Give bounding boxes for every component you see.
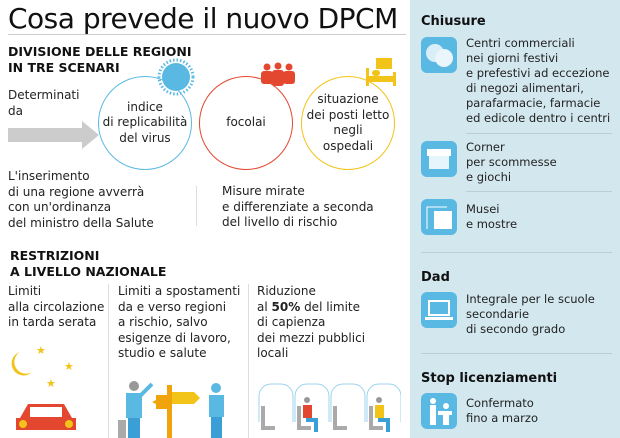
- shop-awning-icon: [421, 141, 457, 177]
- text-line: Misure mirate: [222, 184, 305, 198]
- stop-licenziamenti-heading: Stop licenziamenti: [421, 371, 558, 386]
- text-span: al: [257, 299, 272, 314]
- side-panel: Chiusure Centri commerciali nei giorni f…: [410, 0, 620, 438]
- text-line: alla circolazione: [8, 299, 105, 314]
- text-line: dei posti letto: [306, 107, 390, 122]
- text-line: in tarda serata: [8, 315, 97, 329]
- text-line: di capienza: [257, 315, 326, 329]
- text-line: di negozi alimentari,: [466, 81, 584, 95]
- text-line: e differenziate a seconda: [222, 199, 374, 214]
- text-line: Limiti: [8, 284, 42, 298]
- text-line: negli: [333, 123, 363, 137]
- text-line: Integrale per le scuole: [466, 292, 595, 306]
- text-span: del limite: [300, 299, 360, 314]
- percent-highlight: 50%: [271, 299, 301, 314]
- restrizione-circolazione: Limiti alla circolazione in tarda serata: [8, 284, 104, 331]
- heading-line: A LIVELLO NAZIONALE: [10, 264, 167, 279]
- text-line: con un'ordinanza: [8, 200, 112, 214]
- text-line: focolai: [226, 115, 266, 130]
- text-line: Centri commerciali: [466, 36, 575, 50]
- text-line: di una regione avverrà: [8, 184, 145, 199]
- text-line: Musei: [466, 202, 500, 216]
- text-line: secondarie: [466, 307, 530, 321]
- scenario-circle-posti-letto: situazione dei posti letto negli ospedal…: [301, 76, 395, 170]
- text-line: ed edicole dentro i centri: [466, 111, 611, 125]
- chiusure-heading: Chiusure: [421, 14, 486, 29]
- scenario-circle-rt: indice di replicabilità del virus: [98, 76, 192, 170]
- divider: [466, 133, 612, 134]
- text-line: Confermato: [466, 396, 534, 410]
- virus-icon: [157, 58, 195, 96]
- title-divider: [8, 34, 406, 35]
- shopping-mall-icon: [421, 37, 457, 73]
- divider: [108, 284, 109, 438]
- text-line: locali: [257, 346, 289, 360]
- note-misure: Misure mirate e differenziate a seconda …: [222, 184, 374, 231]
- arrow-icon: [8, 121, 99, 149]
- laptop-icon: [421, 292, 457, 328]
- text-line: dei mezzi pubblici: [257, 330, 366, 345]
- determinati-label: Determinati da: [8, 88, 79, 119]
- museum-icon: [421, 199, 457, 235]
- divider: [466, 191, 612, 192]
- scenari-heading: DIVISIONE DELLE REGIONI IN TRE SCENARI: [8, 44, 192, 76]
- text-line: Corner: [466, 140, 505, 154]
- text-line: parafarmacie, farmacie: [466, 96, 601, 110]
- text-line: del livello di rischio: [222, 215, 338, 229]
- svg-text:★: ★: [46, 377, 56, 390]
- worker-desk-icon: [421, 393, 457, 429]
- restrizioni-heading: RESTRIZIONI A LIVELLO NAZIONALE: [10, 248, 166, 280]
- text-line: Riduzione: [257, 284, 316, 298]
- dad-heading: Dad: [421, 270, 450, 285]
- text-line: e mostre: [466, 217, 518, 231]
- text-line: situazione: [317, 92, 379, 106]
- text-line: indice: [127, 99, 163, 114]
- text-line: studio e salute: [118, 346, 207, 360]
- svg-text:★: ★: [64, 360, 74, 373]
- people-group-icon: [261, 62, 295, 86]
- heading-line: RESTRIZIONI: [10, 248, 100, 263]
- divider: [196, 186, 197, 226]
- text-line: nei giorni festivi: [466, 51, 559, 65]
- bus-seats-icon: [258, 383, 401, 432]
- text-line: del ministro della Salute: [8, 215, 154, 230]
- text-line: esigenze di lavoro,: [118, 330, 231, 345]
- dad-text: Integrale per le scuole secondarie di se…: [466, 292, 595, 337]
- note-ordinanza: L'inserimento di una regione avverrà con…: [8, 169, 154, 231]
- text-line: di secondo grado: [466, 322, 566, 336]
- night-car-icon: ★ ★ ★: [11, 344, 76, 430]
- page-title: Cosa prevede il nuovo DPCM: [8, 2, 398, 35]
- text-line: per scommesse: [466, 155, 557, 169]
- travel-signpost-icon: [118, 381, 224, 438]
- divider: [248, 284, 249, 438]
- text-line: fino a marzo: [466, 411, 538, 425]
- text-line: Limiti a spostamenti: [118, 284, 241, 298]
- heading-line: IN TRE SCENARI: [8, 60, 120, 75]
- restrizione-mezzi: Riduzione al 50% del limite di capienza …: [257, 284, 365, 362]
- section-divider: [421, 252, 612, 253]
- stop-text: Confermato fino a marzo: [466, 396, 538, 426]
- chiusure-corner: Corner per scommesse e giochi: [466, 140, 557, 185]
- text-line: al 50% del limite: [257, 300, 365, 316]
- text-line: da: [8, 103, 23, 118]
- section-divider: [421, 353, 612, 354]
- hospital-bed-icon: [366, 58, 396, 86]
- text-line: e giochi: [466, 170, 512, 184]
- restrizione-spostamenti: Limiti a spostamenti da e verso regioni …: [118, 284, 240, 362]
- chiusure-musei: Musei e mostre: [466, 202, 517, 232]
- text-line: ospedali: [322, 138, 374, 153]
- text-line: del virus: [119, 130, 171, 145]
- scenario-circle-focolai: focolai: [199, 76, 293, 170]
- text-line: L'inserimento: [8, 169, 90, 183]
- text-line: e prefestivi ad eccezione: [466, 66, 610, 80]
- chiusure-centri-commerciali: Centri commerciali nei giorni festivi e …: [466, 36, 610, 126]
- text-line: da e verso regioni: [118, 299, 227, 314]
- svg-text:★: ★: [36, 344, 46, 357]
- heading-line: DIVISIONE DELLE REGIONI: [8, 44, 192, 59]
- text-line: Determinati: [8, 88, 80, 102]
- text-line: a rischio, salvo: [118, 315, 208, 329]
- text-line: di replicabilità: [102, 115, 188, 130]
